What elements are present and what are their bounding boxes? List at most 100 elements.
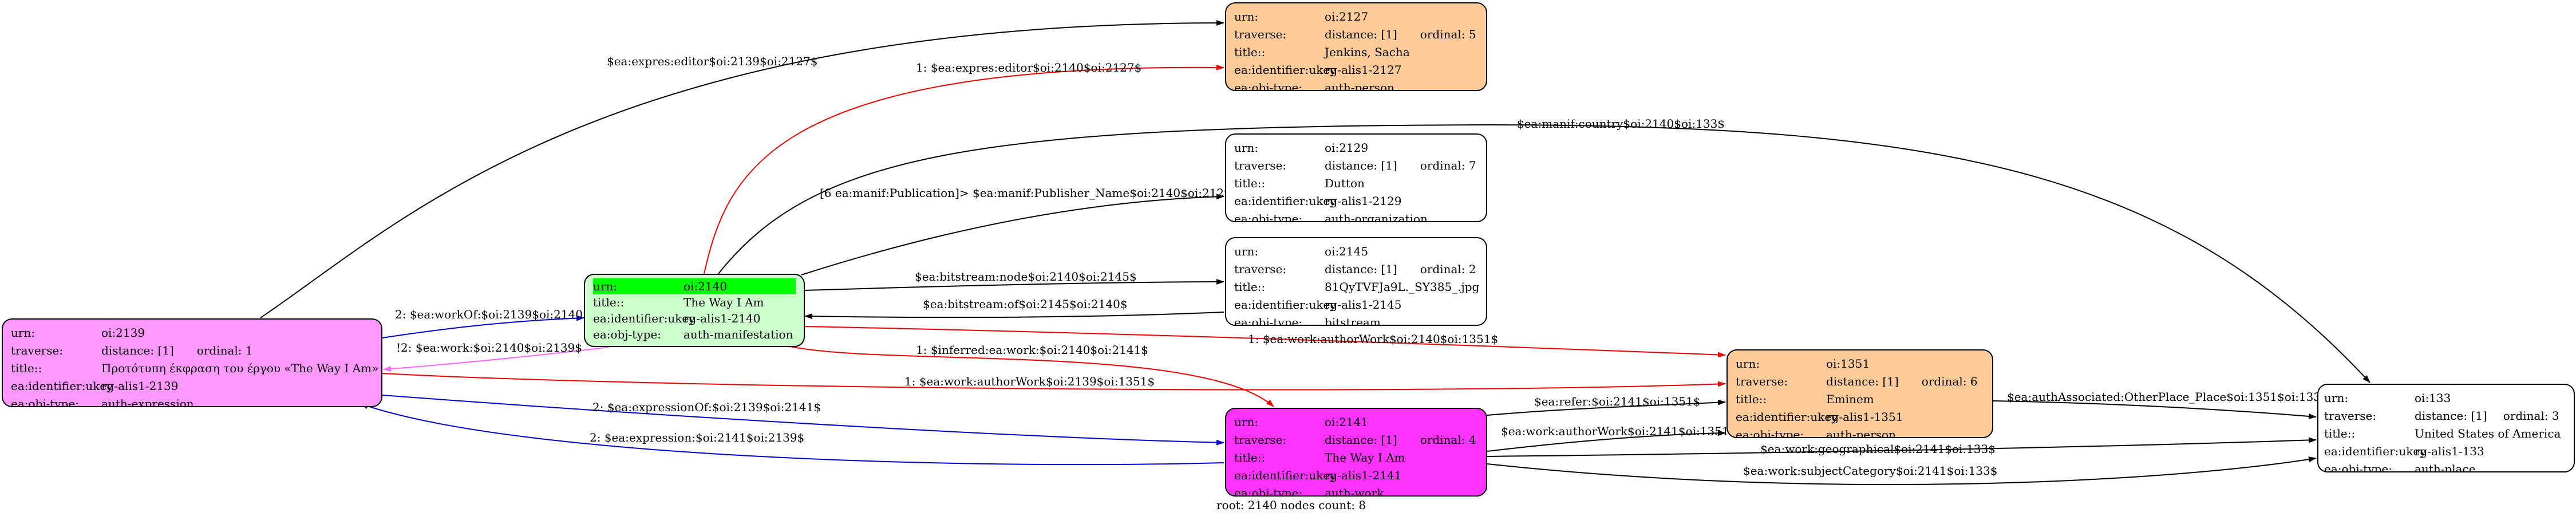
- field-key: title::: [1234, 451, 1266, 464]
- objtype-value: auth-person: [1826, 428, 1896, 438]
- ordinal-value: ordinal: 2: [1420, 262, 1476, 276]
- field-key: ea:obj-type:: [11, 397, 80, 407]
- title-value: The Way I Am: [683, 296, 764, 309]
- title-value: Προτότυπη έκφραση του έργου «The Way I A…: [101, 361, 379, 375]
- edge-e10: [789, 346, 1274, 407]
- field-key: urn:: [1234, 10, 1259, 23]
- edge-label: 2: $ea:expression:$oi:2141$oi:2139$: [590, 431, 805, 444]
- edge-label: 1: $ea:expres:editor$oi:2140$oi:2127$: [916, 61, 1142, 74]
- field-key: ea:identifier:ukey: [593, 312, 696, 325]
- node-1351[interactable]: urn: oi:1351 traverse: distance: [1] ordina…: [1726, 349, 1993, 438]
- field-key: traverse:: [1234, 27, 1287, 41]
- edge-e13: [360, 403, 1224, 466]
- field-key: urn:: [1234, 245, 1259, 258]
- edge-label: 1: $ea:work:authorWork$oi:2139$oi:1351$: [904, 375, 1155, 388]
- node-133[interactable]: urn:oi:133 traverse:distance: [1]ordinal…: [2317, 384, 2575, 472]
- field-key: ea:obj-type:: [1234, 486, 1303, 497]
- ordinal-value: ordinal: 6: [1921, 375, 1978, 388]
- edge-label: $ea:refer:$oi:2141$oi:1351$: [1534, 395, 1701, 408]
- distance-value: distance: [1]: [1325, 27, 1397, 41]
- title-value: United States of America: [2415, 427, 2561, 440]
- distance-value: distance: [1]: [101, 344, 174, 357]
- ordinal-value: ordinal: 1: [196, 344, 253, 357]
- field-key: title::: [11, 361, 42, 375]
- field-key: ea:identifier:ukey: [11, 379, 113, 393]
- field-key: urn:: [11, 326, 35, 340]
- field-key: ea:identifier:ukey: [1234, 298, 1337, 312]
- title-value: Jenkins, Sacha: [1325, 45, 1410, 59]
- field-key: traverse:: [1234, 262, 1287, 276]
- objtype-value: auth-manifestation: [683, 328, 793, 341]
- field-key: title::: [1736, 392, 1767, 406]
- objtype-value: auth-organization: [1325, 212, 1428, 222]
- node-2139[interactable]: urn: oi:2139 traverse: distance: [1] ordina…: [2, 318, 382, 407]
- edge-e15: [1487, 430, 1726, 452]
- field-key: title::: [593, 296, 625, 309]
- field-key: title::: [1234, 280, 1266, 294]
- urn-value: oi:2140: [683, 279, 728, 293]
- field-key: urn:: [2324, 391, 2349, 405]
- edge-label: 2: $ea:workOf:$oi:2139$oi:2140$: [395, 308, 590, 321]
- edge-label: $ea:work:geographical$oi:2141$oi:133$: [1760, 442, 1996, 456]
- field-key: ea:identifier:ukey: [1234, 194, 1337, 208]
- objtype-value: auth-place: [2415, 462, 2476, 472]
- ukey-value: rg-alis1-133: [2415, 444, 2484, 458]
- field-key: traverse:: [1234, 159, 1287, 172]
- urn-value: oi:2141: [1325, 415, 1369, 429]
- field-key: urn:: [1234, 141, 1259, 155]
- title-value: Dutton: [1325, 176, 1365, 190]
- edge-e4: [801, 194, 1224, 275]
- ukey-value: rg-alis1-2140: [683, 312, 761, 325]
- edge-label: $ea:manif:country$oi:2140$oi:133$: [1517, 117, 1725, 131]
- node-2129[interactable]: urn:oi:2129 traverse:distance: [1]ordina…: [1225, 133, 1487, 222]
- edge-label: $ea:expres:editor$oi:2139$oi:2127$: [607, 54, 818, 68]
- ukey-value: rg-alis1-2145: [1325, 298, 1402, 312]
- field-key: urn:: [593, 279, 618, 293]
- edge-label: $ea:bitstream:node$oi:2140$oi:2145$: [915, 270, 1137, 283]
- edge-e2: [704, 64, 1224, 274]
- distance-value: distance: [1]: [1325, 433, 1397, 447]
- edge-e7: [382, 315, 584, 338]
- edge-label: 1: $inferred:ea:work:$oi:2140$oi:2141$: [916, 343, 1148, 357]
- distance-value: distance: [1]: [1826, 375, 1899, 388]
- node-2140-root[interactable]: urn: oi:2140 title::The Way I Am ea:ident…: [584, 274, 805, 347]
- field-key: ea:obj-type:: [1234, 81, 1303, 91]
- objtype-value: auth-person: [1325, 81, 1394, 91]
- edge-e6: [804, 312, 1224, 320]
- urn-value: oi:2139: [101, 326, 145, 340]
- ukey-value: rg-alis1-2129: [1325, 194, 1402, 208]
- edge-e16: [1993, 400, 2317, 419]
- edge-e9: [803, 326, 1726, 358]
- distance-value: distance: [1]: [1325, 262, 1397, 276]
- field-key: ea:obj-type:: [593, 328, 662, 341]
- node-2145[interactable]: urn: oi:2145 traverse: distance: [1] ordina…: [1225, 237, 1487, 326]
- field-key: ea:obj-type:: [1234, 316, 1303, 326]
- field-key: urn:: [1736, 357, 1760, 371]
- node-2141[interactable]: urn:oi:2141 traverse:distance: [1]ordina…: [1225, 408, 1487, 497]
- node-2127[interactable]: urn:oi:2127 traverse:distance: [1]ordina…: [1225, 2, 1487, 91]
- field-key: title::: [2324, 427, 2356, 440]
- ukey-value: rg-alis1-2141: [1325, 468, 1402, 482]
- distance-value: distance: [1]: [1325, 159, 1397, 172]
- objtype-value: bitstream: [1325, 316, 1381, 326]
- field-key: traverse:: [11, 344, 64, 357]
- field-key: traverse:: [1736, 375, 1788, 388]
- edge-e1: [260, 20, 1224, 318]
- title-value: 81QyTVFJa9L._SY385_.jpg: [1325, 280, 1480, 294]
- objtype-value: auth-expression: [101, 397, 194, 407]
- urn-value: oi:133: [2415, 391, 2451, 405]
- urn-value: oi:1351: [1826, 357, 1870, 371]
- urn-value: oi:2145: [1325, 245, 1369, 258]
- edge-label: 2: $ea:expressionOf:$oi:2139$oi:2141$: [592, 400, 821, 414]
- ordinal-value: ordinal: 7: [1420, 159, 1476, 172]
- edge-e11: [382, 373, 1726, 391]
- edge-label: !2: $ea:work:$oi:2140$oi:2139$: [396, 341, 582, 354]
- edge-label: 1: $ea:work:authorWork$oi:2140$oi:1351$: [1248, 332, 1499, 346]
- ukey-value: rg-alis1-2139: [101, 379, 179, 393]
- field-key: ea:identifier:ukey: [1736, 410, 1838, 424]
- edge-e5: [803, 279, 1224, 291]
- field-key: title::: [1234, 45, 1266, 59]
- edge-label: $ea:bitstream:of$oi:2145$oi:2140$: [923, 297, 1128, 311]
- title-value: The Way I Am: [1325, 451, 1405, 464]
